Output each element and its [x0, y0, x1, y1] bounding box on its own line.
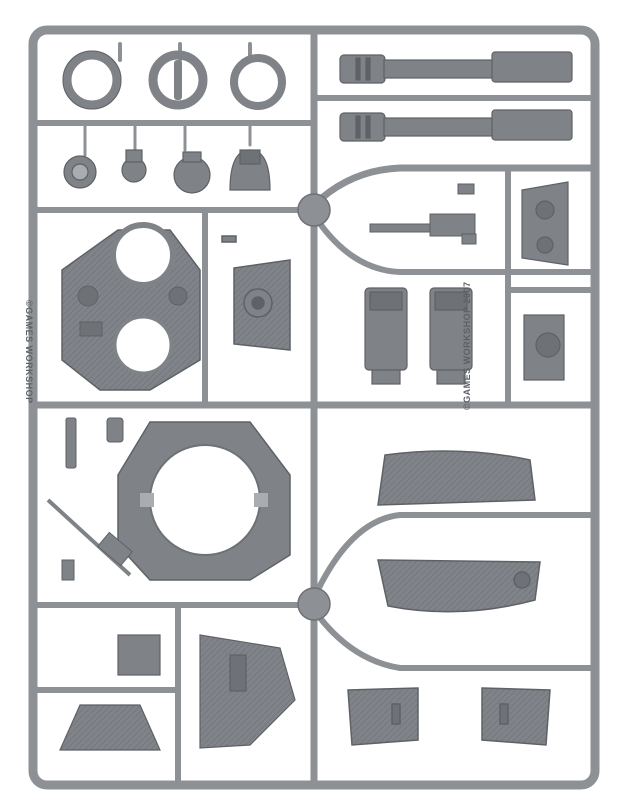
- cannon-barrels: [339, 51, 573, 142]
- side-armour-plates: [377, 450, 541, 613]
- small-round-parts: [63, 149, 271, 194]
- hatch-rings: [62, 50, 286, 110]
- sprue-frame: [28, 25, 600, 790]
- copyright-right: ©GAMES WORKSHOP 2007: [462, 282, 472, 411]
- copyright-left: ©GAMES WORKSHOP: [24, 300, 34, 404]
- left-small-bits: [46, 417, 133, 581]
- sprue-junctions: [297, 193, 331, 621]
- heavy-bolter: [369, 183, 477, 245]
- twin-cylinders: [364, 287, 473, 385]
- hex-turret-plate: ©GAMES WORKSHOP: [24, 222, 201, 404]
- bottom-left-parts: [59, 634, 296, 751]
- hatch-plate: [221, 235, 291, 351]
- right-block-parts: [521, 181, 569, 381]
- turret-ring: [117, 421, 291, 581]
- front-plates: [347, 687, 551, 746]
